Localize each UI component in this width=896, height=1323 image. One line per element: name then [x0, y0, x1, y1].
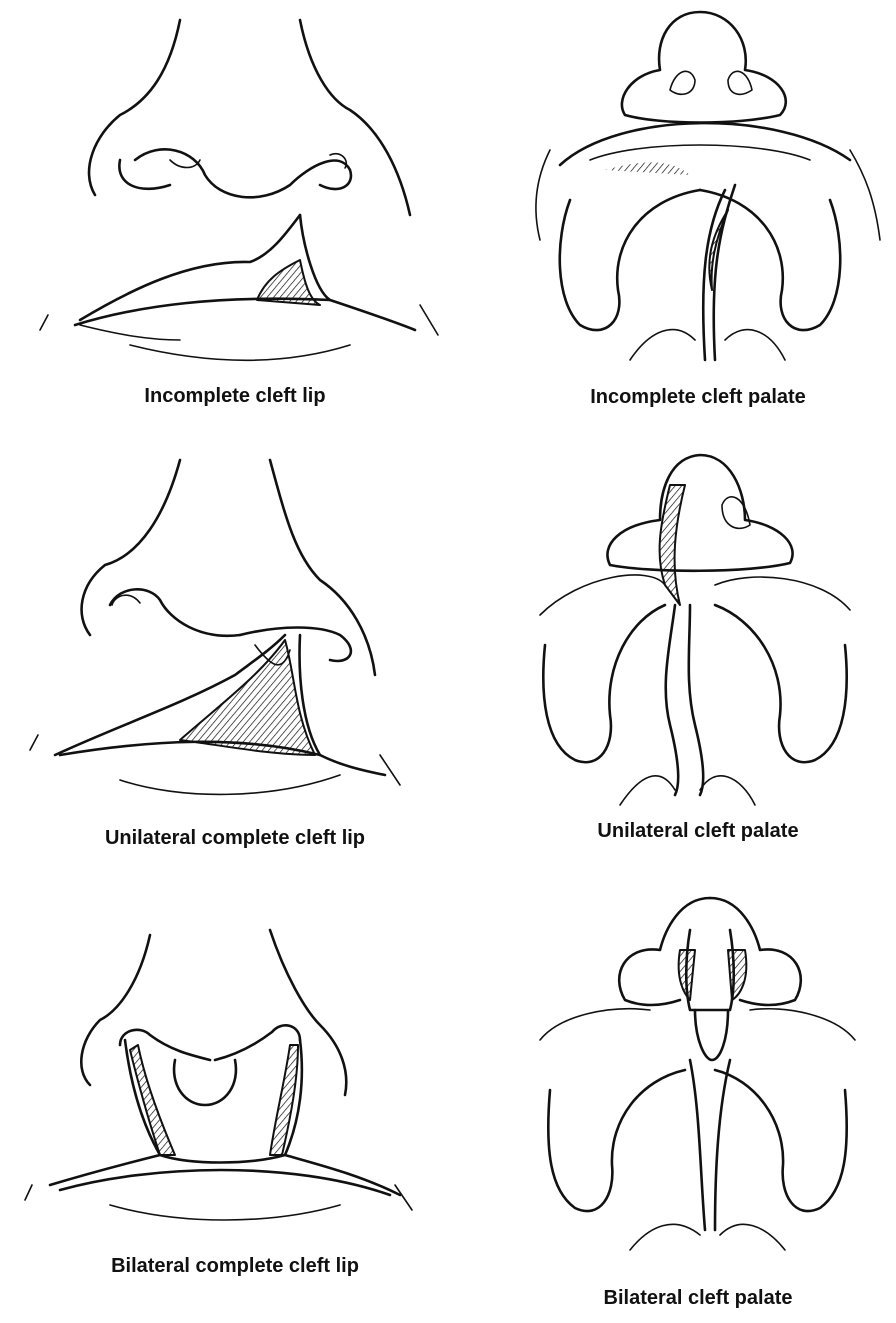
bilateral-cleft-palate-illustration — [500, 890, 896, 1270]
panel-incomplete-cleft-lip: Incomplete cleft lip — [20, 0, 450, 420]
unilateral-complete-cleft-lip-illustration — [20, 455, 450, 815]
panel-bilateral-cleft-palate: Bilateral cleft palate — [500, 890, 896, 1323]
unilateral-cleft-palate-illustration — [500, 445, 896, 815]
panel-unilateral-complete-cleft-lip: Unilateral complete cleft lip — [20, 455, 450, 865]
incomplete-cleft-lip-illustration — [20, 0, 450, 380]
caption-unilateral-cleft-palate: Unilateral cleft palate — [500, 820, 896, 843]
panel-bilateral-complete-cleft-lip: Bilateral complete cleft lip — [20, 920, 450, 1290]
caption-unilateral-complete-cleft-lip: Unilateral complete cleft lip — [20, 827, 450, 850]
caption-bilateral-complete-cleft-lip: Bilateral complete cleft lip — [20, 1255, 450, 1278]
panel-unilateral-cleft-palate: Unilateral cleft palate — [500, 445, 896, 865]
caption-incomplete-cleft-palate: Incomplete cleft palate — [500, 386, 896, 409]
caption-incomplete-cleft-lip: Incomplete cleft lip — [20, 385, 450, 408]
caption-bilateral-cleft-palate: Bilateral cleft palate — [500, 1287, 896, 1310]
bilateral-complete-cleft-lip-illustration — [20, 920, 450, 1240]
incomplete-cleft-palate-illustration — [500, 0, 896, 380]
panel-incomplete-cleft-palate: Incomplete cleft palate — [500, 0, 896, 420]
